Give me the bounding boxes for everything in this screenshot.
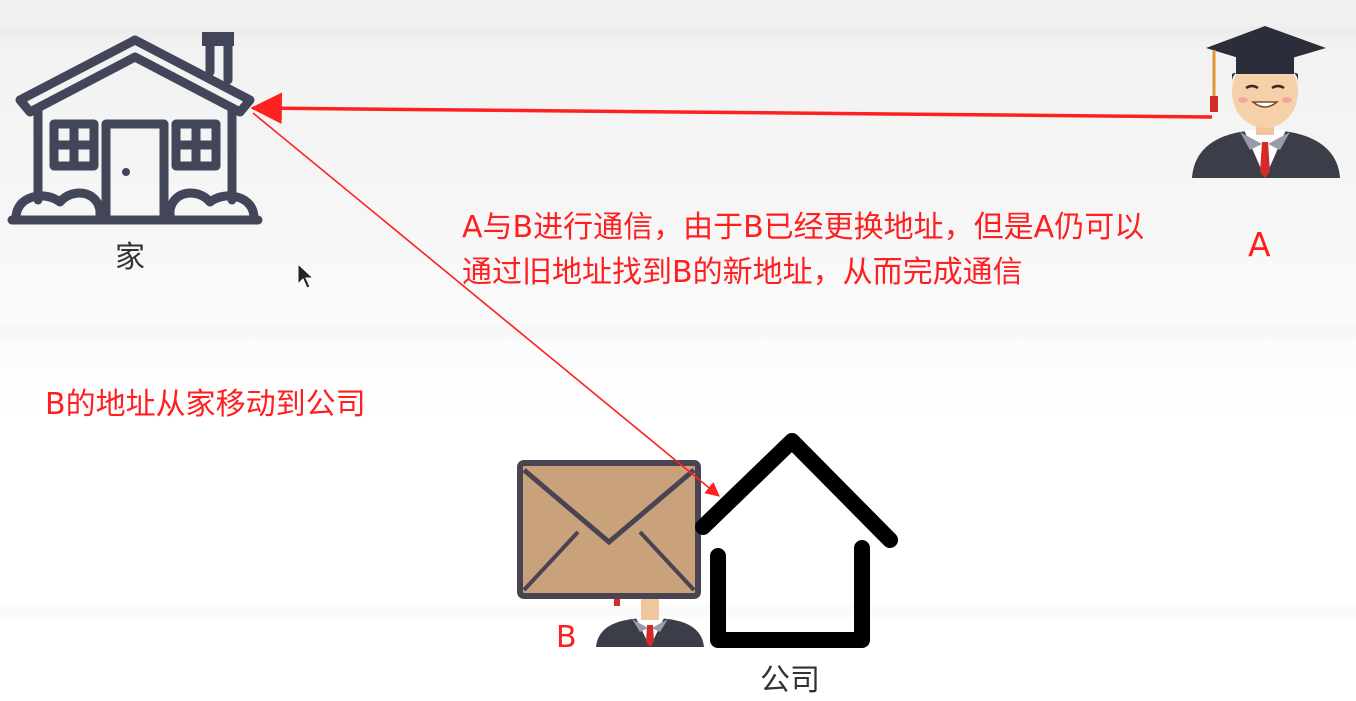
envelope-icon xyxy=(517,460,701,599)
background-band xyxy=(0,320,1356,342)
graduate-person-icon xyxy=(1192,26,1340,178)
arrow-home-to-company xyxy=(252,112,720,497)
company-label: 公司 xyxy=(760,663,820,698)
house-outline-icon xyxy=(695,433,898,648)
communication-annotation-line2: 通过旧地址找到B的新地址，从而完成通信 xyxy=(462,255,1023,290)
background-band xyxy=(0,20,1356,42)
background-band xyxy=(0,600,1356,622)
house-icon xyxy=(7,32,263,225)
communication-annotation-line1: A与B进行通信，由于B已经更换地址，但是A仍可以 xyxy=(462,210,1145,245)
home-label: 家 xyxy=(115,240,145,275)
door-knob xyxy=(122,168,130,176)
address-moved-annotation: B的地址从家移动到公司 xyxy=(45,387,366,422)
mouse-pointer-icon xyxy=(297,262,315,289)
arrow-a-to-home xyxy=(250,92,1213,125)
person-a-label: A xyxy=(1248,225,1271,264)
person-b-label: B xyxy=(556,620,577,655)
graduate-person-icon xyxy=(596,595,704,647)
